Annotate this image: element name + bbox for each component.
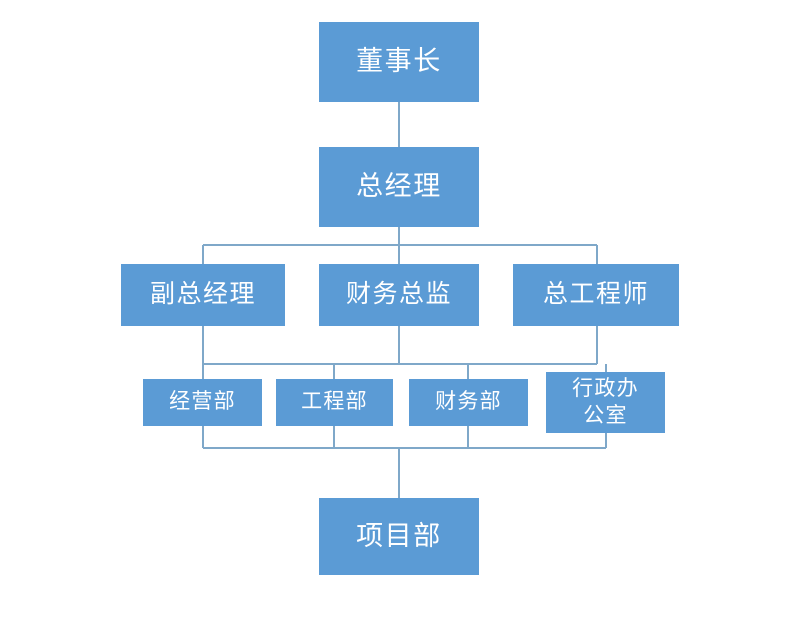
node-finance-dept-label: 财务部 [435, 390, 502, 414]
node-admin-office[interactable]: 行政办 公室 [546, 372, 665, 433]
node-finance-director-label: 财务总监 [345, 280, 452, 309]
node-finance-dept[interactable]: 财务部 [409, 379, 528, 426]
node-project-dept-label: 项目部 [356, 520, 442, 551]
node-project-dept[interactable]: 项目部 [319, 498, 479, 575]
node-chairman-label: 董事长 [356, 46, 442, 77]
node-operations-dept[interactable]: 经营部 [143, 379, 262, 426]
node-finance-director[interactable]: 财务总监 [319, 264, 479, 326]
node-deputy-general-manager[interactable]: 副总经理 [121, 264, 285, 326]
node-chief-engineer[interactable]: 总工程师 [513, 264, 679, 326]
node-admin-office-label: 行政办 公室 [572, 377, 639, 427]
node-general-manager[interactable]: 总经理 [319, 147, 479, 227]
node-engineering-dept-label: 工程部 [301, 390, 368, 414]
node-operations-dept-label: 经营部 [169, 390, 236, 414]
node-engineering-dept[interactable]: 工程部 [276, 379, 393, 426]
node-chief-engineer-label: 总工程师 [542, 280, 649, 309]
node-general-manager-label: 总经理 [356, 171, 442, 202]
node-chairman[interactable]: 董事长 [319, 22, 479, 102]
node-deputy-general-manager-label: 副总经理 [149, 280, 256, 309]
